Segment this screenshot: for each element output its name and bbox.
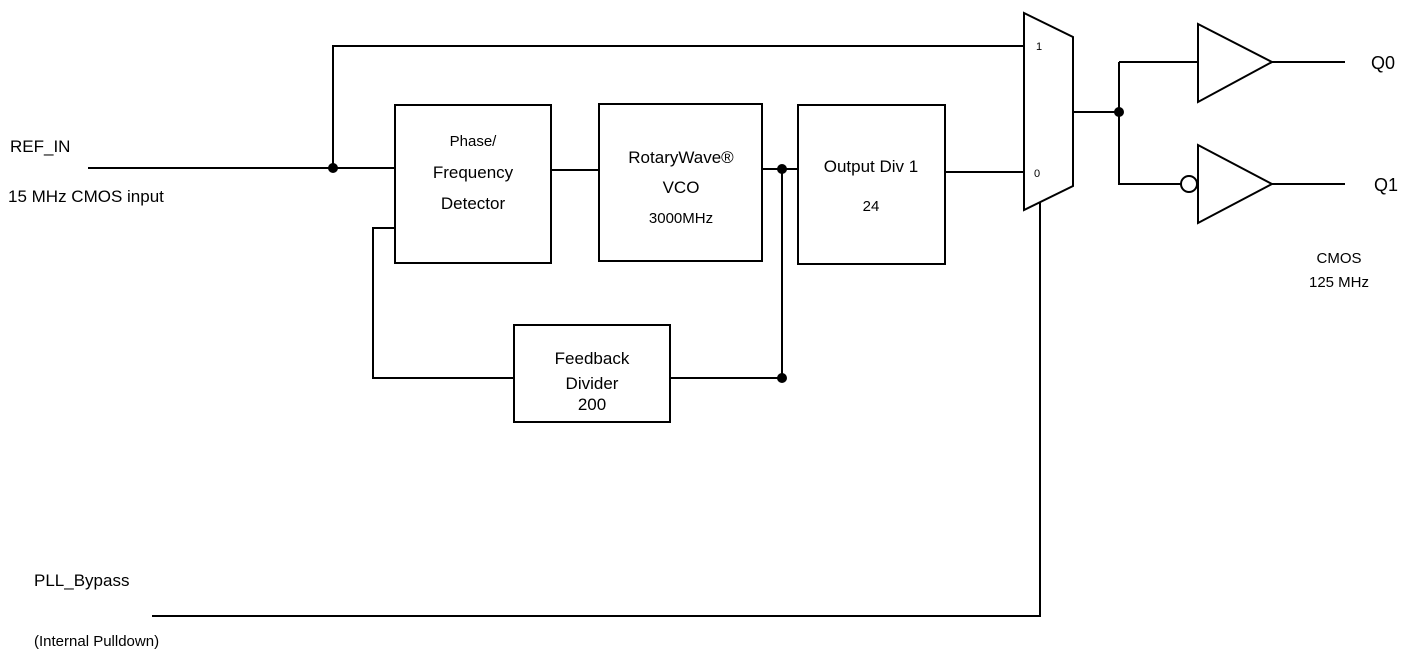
feedback-out-wire (372, 227, 514, 379)
output-div-label-line1: Output Div 1 (824, 157, 919, 176)
feedback-label-line3: 200 (578, 395, 606, 414)
vco-label-line1: RotaryWave® (628, 148, 734, 167)
pll-bypass-description: (Internal Pulldown) (34, 633, 159, 650)
feedback-label-line1: Feedback (555, 349, 630, 368)
output-divider-block (797, 104, 946, 265)
pfd-label-line2: Frequency (433, 163, 514, 182)
vco-label-line2: VCO (663, 178, 700, 197)
phase-frequency-detector-block (394, 104, 552, 264)
q1-output-label: Q1 (1374, 175, 1398, 195)
feedback-divider-block (513, 324, 671, 423)
inversion-bubble (1180, 175, 1198, 193)
output-mux (1023, 11, 1074, 212)
junction-dot (328, 163, 338, 173)
output-div-label-line2: 24 (863, 198, 880, 215)
ref-bypass-wire (332, 45, 1024, 168)
q1-inverting-buffer (1197, 143, 1275, 225)
q0-buffer (1197, 22, 1275, 104)
pfd-label-line3: Detector (441, 194, 506, 213)
ref-in-label: REF_IN (10, 137, 70, 156)
junction-dot (777, 373, 787, 383)
vco-label-line3: 3000MHz (649, 210, 713, 227)
pfd-label-line1: Phase/ (450, 133, 498, 150)
vco-block (598, 103, 763, 262)
output-type-label: CMOS (1317, 250, 1362, 267)
mux-input-0-label: 0 (1034, 168, 1040, 180)
pll-bypass-wire (152, 201, 1041, 617)
ref-in-description: 15 MHz CMOS input (8, 187, 164, 206)
junction-dot (1114, 107, 1124, 117)
wires (88, 45, 1345, 617)
output-frequency-label: 125 MHz (1309, 274, 1369, 291)
mux-input-1-label: 1 (1036, 41, 1042, 53)
feedback-label-line2: Divider (566, 374, 619, 393)
fanout-wire (1118, 62, 1181, 185)
junction-dot (777, 164, 787, 174)
pll-bypass-label: PLL_Bypass (34, 571, 129, 590)
q0-output-label: Q0 (1371, 53, 1395, 73)
